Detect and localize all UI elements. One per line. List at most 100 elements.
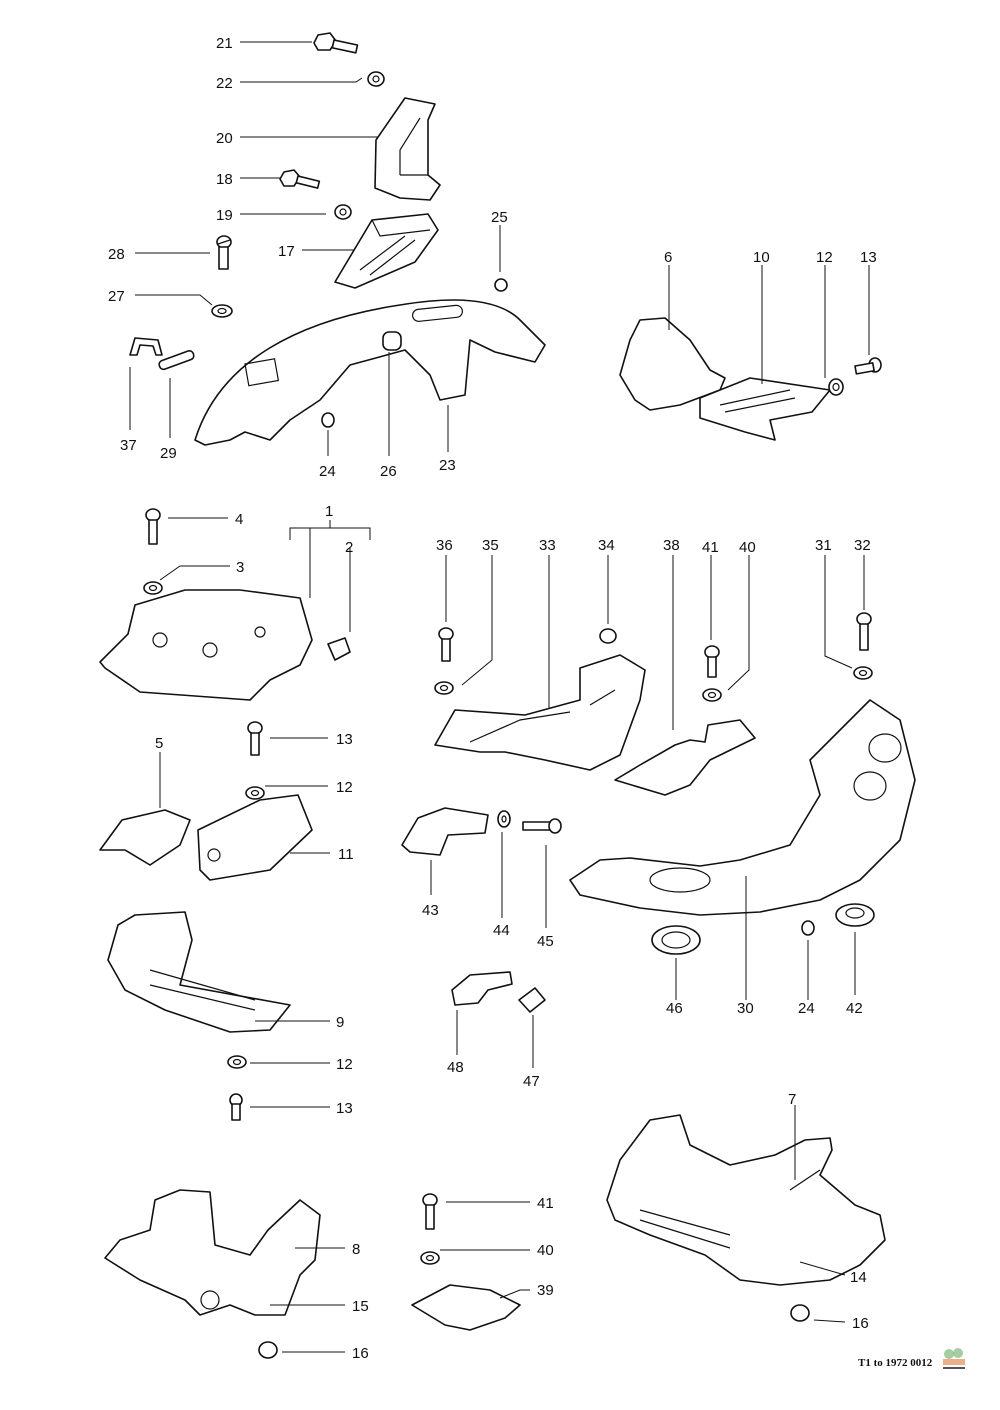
- label-38: 38: [663, 537, 680, 554]
- part-2-clip: [327, 637, 351, 661]
- part-12-washer-right: [824, 265, 844, 396]
- part-16-clip-left: [258, 1341, 345, 1359]
- part-1-heater-box: [99, 589, 313, 701]
- label-46: 46: [666, 1000, 683, 1017]
- part-40-washer-low: [420, 1249, 530, 1265]
- part-13-screw-mid: [247, 721, 328, 756]
- part-44-washer: [497, 810, 511, 918]
- label-13c: 13: [860, 249, 877, 266]
- label-16a: 16: [352, 1345, 369, 1362]
- part-33-duct: [434, 555, 646, 771]
- part-4-screw: [145, 508, 228, 545]
- label-39: 39: [537, 1282, 554, 1299]
- part-37-hose: [129, 337, 163, 430]
- label-36: 36: [436, 537, 453, 554]
- part-28-screw: [135, 235, 232, 270]
- part-5-deflector: [99, 752, 191, 866]
- part-18-bolt: [240, 169, 321, 189]
- label-8: 8: [352, 1241, 360, 1258]
- label-23: 23: [439, 457, 456, 474]
- part-10-plate: [699, 265, 831, 441]
- label-40b: 40: [537, 1242, 554, 1259]
- part-22-washer: [240, 71, 385, 87]
- label-11: 11: [338, 846, 354, 863]
- label-7: 7: [788, 1091, 796, 1108]
- part-20-bracket: [240, 97, 441, 201]
- part-26-grommet: [382, 331, 402, 456]
- label-32: 32: [854, 537, 871, 554]
- label-35: 35: [482, 537, 499, 554]
- label-13b: 13: [336, 1100, 353, 1117]
- part-16-clip-right: [790, 1304, 846, 1323]
- part-12-washer-mid: [245, 785, 328, 800]
- part-29-sleeve: [158, 350, 195, 438]
- part-3-washer: [143, 565, 230, 595]
- label-9: 9: [336, 1014, 344, 1031]
- label-3: 3: [236, 559, 244, 576]
- label-33: 33: [539, 537, 556, 554]
- label-22: 22: [216, 75, 233, 92]
- part-42-grommet: [835, 903, 875, 995]
- part-23-cover-plate: [194, 299, 546, 446]
- part-39-plate: [411, 1284, 530, 1331]
- part-19-washer: [240, 204, 352, 220]
- label-12a: 12: [336, 779, 353, 796]
- label-14: 14: [850, 1269, 867, 1286]
- part-41-screw-mid: [704, 555, 720, 678]
- label-26: 26: [380, 463, 397, 480]
- label-4: 4: [235, 511, 243, 528]
- label-5: 5: [155, 735, 163, 752]
- label-48: 48: [447, 1059, 464, 1076]
- label-31: 31: [815, 537, 832, 554]
- part-21-bolt: [240, 32, 359, 54]
- part-32-screw: [856, 555, 872, 651]
- publisher-logo-icon: [943, 1348, 965, 1369]
- part-24-grommet-right: [801, 920, 815, 1000]
- part-35-washer: [434, 555, 493, 695]
- part-47-clip: [518, 987, 546, 1068]
- part-38-baffle: [614, 555, 756, 796]
- part-11-duct: [197, 794, 330, 881]
- part-48-clamp: [451, 971, 513, 1055]
- label-28: 28: [108, 246, 125, 263]
- label-42: 42: [846, 1000, 863, 1017]
- part-7-shroud: [606, 1105, 886, 1286]
- label-40a: 40: [739, 539, 756, 556]
- label-10: 10: [753, 249, 770, 266]
- label-19: 19: [216, 207, 233, 224]
- part-41-screw-low: [422, 1193, 530, 1230]
- label-17: 17: [278, 243, 295, 260]
- label-43: 43: [422, 902, 439, 919]
- label-41b: 41: [537, 1195, 554, 1212]
- label-30: 30: [737, 1000, 754, 1017]
- label-1: 1: [325, 503, 333, 520]
- callout-labels: 21 22 20 18 19 17 28 27 25 37 29 24 26 2…: [108, 35, 877, 1362]
- part-25-plug: [494, 225, 508, 292]
- part-34-plug: [599, 555, 617, 644]
- label-15: 15: [352, 1298, 369, 1315]
- label-12c: 12: [816, 249, 833, 266]
- part-9-shroud: [107, 911, 330, 1033]
- part-43-bracket: [401, 807, 489, 895]
- label-45: 45: [537, 933, 554, 950]
- part-40-washer-mid: [702, 555, 750, 702]
- part-46-grommet: [651, 925, 701, 1000]
- part-36-screw: [438, 555, 454, 662]
- part-13-screw-low: [229, 1093, 330, 1121]
- part-30-cylinder-cover: [569, 699, 916, 1000]
- label-27: 27: [108, 288, 125, 305]
- label-24a: 24: [319, 463, 336, 480]
- part-12-washer-low: [227, 1055, 330, 1069]
- label-6: 6: [664, 249, 672, 266]
- label-29: 29: [160, 445, 177, 462]
- label-24b: 24: [798, 1000, 815, 1017]
- label-12b: 12: [336, 1056, 353, 1073]
- part-17-duct: [302, 213, 439, 289]
- label-21: 21: [216, 35, 233, 52]
- part-31-washer: [824, 555, 873, 680]
- label-18: 18: [216, 171, 233, 188]
- label-37: 37: [120, 437, 137, 454]
- label-2: 2: [345, 539, 353, 556]
- label-47: 47: [523, 1073, 540, 1090]
